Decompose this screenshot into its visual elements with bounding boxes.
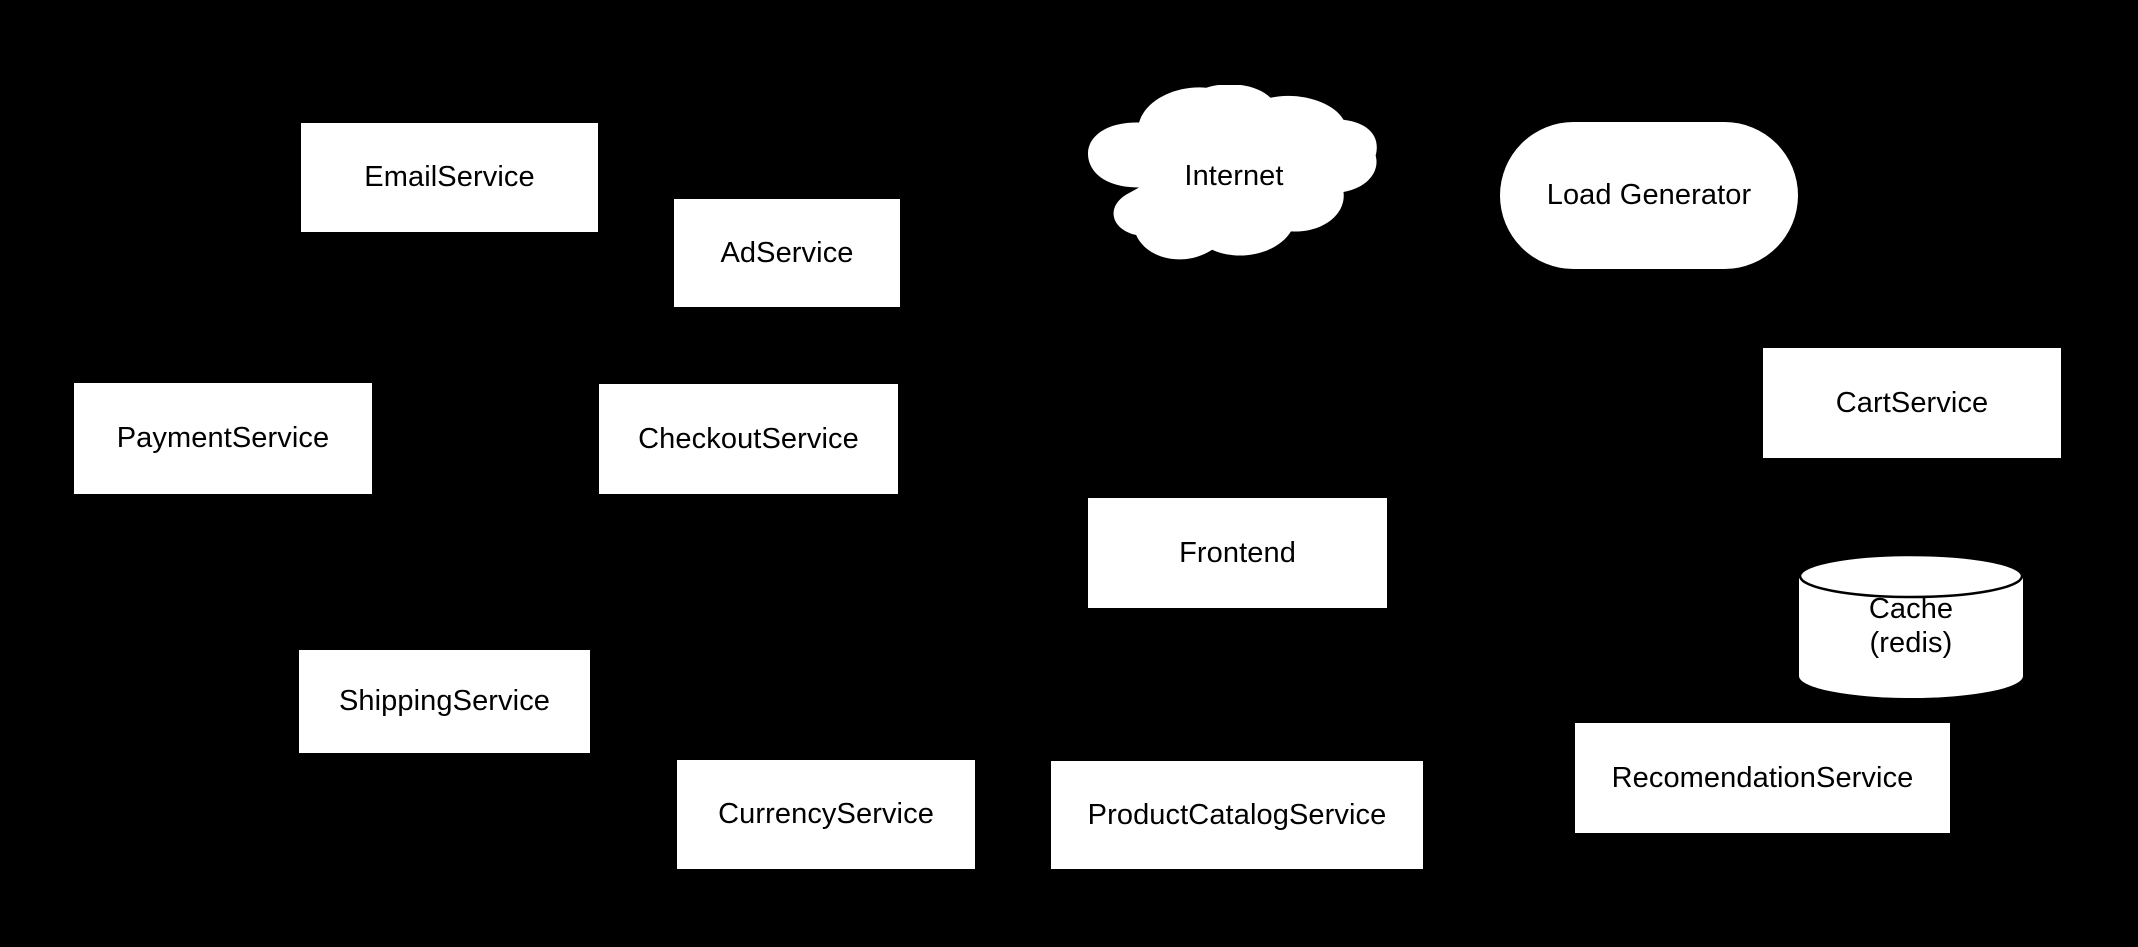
node-label-recomendation-service: RecomendationService xyxy=(1611,761,1914,794)
node-label-ad-service: AdService xyxy=(720,236,854,269)
node-label-frontend: Frontend xyxy=(1179,536,1296,569)
node-label-cart-service: CartService xyxy=(1835,386,1989,419)
node-cart-service[interactable]: CartService xyxy=(1763,348,2061,458)
node-label-product-catalog-service: ProductCatalogService xyxy=(1087,798,1387,831)
node-internet[interactable]: Internet xyxy=(1088,85,1380,268)
node-product-catalog-service[interactable]: ProductCatalogService xyxy=(1051,761,1423,869)
node-label-internet: Internet xyxy=(1184,160,1284,193)
node-cache-redis[interactable]: Cache(redis) xyxy=(1799,554,2023,698)
node-label-payment-service: PaymentService xyxy=(116,422,330,455)
node-label-load-generator: Load Generator xyxy=(1546,179,1752,212)
node-label-line2-cache-redis: (redis) xyxy=(1869,627,1953,659)
node-frontend[interactable]: Frontend xyxy=(1088,498,1387,608)
node-label-line1-cache-redis: Cache xyxy=(1868,592,1954,625)
node-label-currency-service: CurrencyService xyxy=(718,798,934,831)
node-recomendation-service[interactable]: RecomendationService xyxy=(1575,723,1950,833)
node-label-email-service: EmailService xyxy=(364,161,535,194)
node-shipping-service[interactable]: ShippingService xyxy=(299,650,590,753)
node-label-wrap-cache-redis: Cache(redis) xyxy=(1869,592,1953,660)
node-label-shipping-service: ShippingService xyxy=(338,685,551,718)
node-label-checkout-service: CheckoutService xyxy=(638,422,859,455)
node-load-generator[interactable]: Load Generator xyxy=(1500,122,1798,269)
node-checkout-service[interactable]: CheckoutService xyxy=(599,384,898,494)
node-ad-service[interactable]: AdService xyxy=(674,199,900,307)
node-email-service[interactable]: EmailService xyxy=(301,123,598,232)
node-currency-service[interactable]: CurrencyService xyxy=(677,760,975,869)
node-payment-service[interactable]: PaymentService xyxy=(74,383,372,494)
